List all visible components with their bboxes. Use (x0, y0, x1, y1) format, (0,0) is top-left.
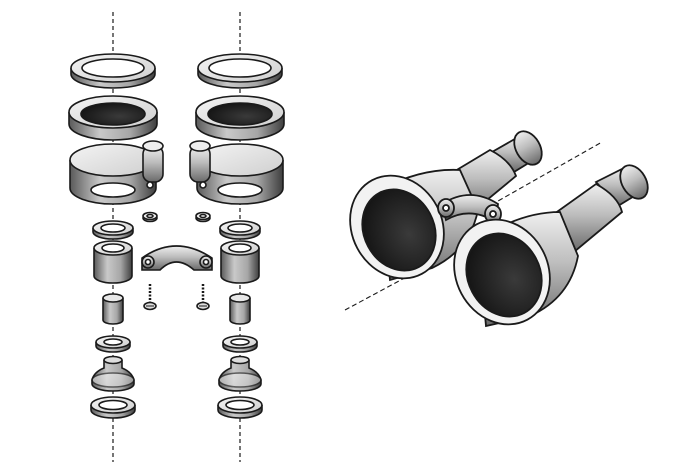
eyepiece-ring-left (70, 53, 156, 89)
hinge-screw-right (196, 284, 210, 311)
bridge-bracket (141, 245, 213, 271)
barrel-front-lens (465, 232, 543, 318)
barrel-back-lens (361, 188, 437, 272)
eyepiece-tube-right (220, 240, 260, 284)
assembled-view (344, 130, 649, 328)
focus-tube-right (229, 293, 251, 325)
exploded-view (68, 12, 285, 462)
bottom-ring-left (90, 396, 136, 419)
objective-ring-right (195, 95, 285, 141)
eyepiece-ring-right (197, 53, 283, 89)
hinge-washer-left (142, 211, 158, 223)
optical-axis-front (344, 259, 439, 311)
objective-housing-left (69, 140, 164, 205)
focus-tube-left (102, 293, 124, 325)
hinge-screw-left (143, 284, 157, 311)
lens-ring-right (222, 335, 258, 353)
eyepiece-tube-left (93, 240, 133, 284)
barrel-back-eyecup (490, 130, 543, 174)
spacer-ring-left (92, 220, 134, 240)
objective-ring-left (68, 95, 158, 141)
hinge-bridge (437, 194, 502, 224)
lens-ring-left (95, 335, 131, 353)
hinge-washer-right (195, 211, 211, 223)
spacer-ring-right (219, 220, 261, 240)
barrel-front-eyecup (594, 164, 649, 208)
eyecup-left (91, 355, 135, 392)
eyecup-right (218, 355, 262, 392)
objective-housing-right (189, 140, 284, 205)
barrel-front (453, 164, 649, 328)
bottom-ring-right (217, 396, 263, 419)
barrel-back (349, 130, 543, 282)
